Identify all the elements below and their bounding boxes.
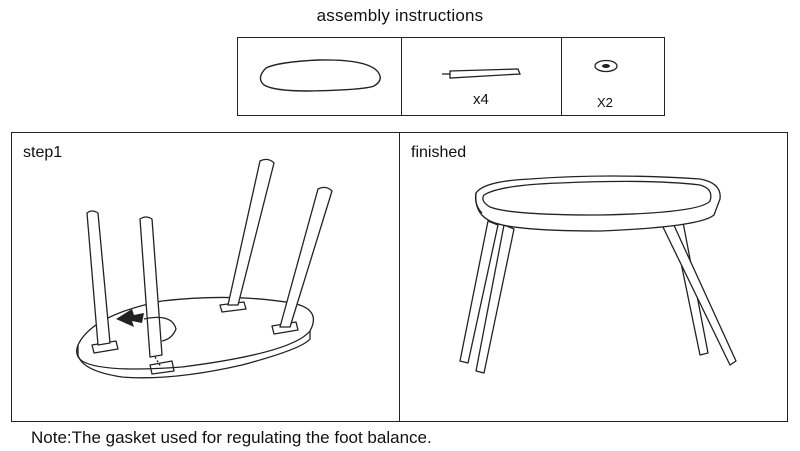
inverted-stool-illustration (76, 158, 333, 379)
rotate-arrow-icon (116, 309, 177, 342)
gasket-note: Note:The gasket used for regulating the … (31, 428, 432, 447)
finished-label: finished (411, 144, 467, 161)
finished-stool-illustration (459, 175, 737, 374)
seat-part-icon (259, 59, 381, 92)
parts-cell-gasket: X2 (562, 38, 666, 115)
leg-part-icon (442, 68, 521, 79)
page-title: assembly instructions (316, 6, 484, 25)
parts-table: x4 X2 (237, 37, 665, 116)
step1-label: step1 (23, 144, 63, 161)
gasket-quantity: X2 (597, 95, 613, 110)
parts-cell-seat (238, 38, 402, 115)
step1-panel: step1 (11, 132, 400, 422)
finished-panel: finished (400, 132, 788, 422)
gasket-part-icon (594, 59, 618, 73)
parts-cell-leg: x4 (402, 38, 562, 115)
leg-quantity: x4 (473, 91, 489, 108)
